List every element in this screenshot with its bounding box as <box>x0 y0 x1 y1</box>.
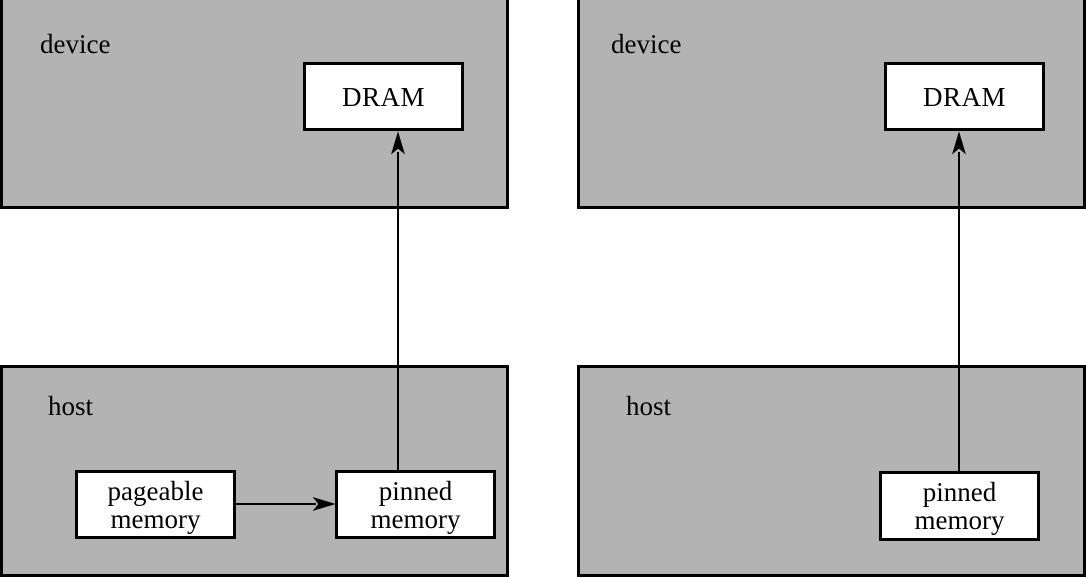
right-dram-label: DRAM <box>922 81 1006 112</box>
right-device-label: device <box>611 29 682 59</box>
left-host-label: host <box>48 391 94 421</box>
right-host-label: host <box>626 391 672 421</box>
right-pinned-line1: pinned <box>922 477 997 507</box>
right-dram-box: DRAM <box>884 62 1045 131</box>
right-pinned-memory-box: pinned memory <box>879 471 1040 541</box>
left-pageable-line2: memory <box>110 503 201 534</box>
left-pinned-line2: memory <box>370 503 461 534</box>
left-dram-label: DRAM <box>341 81 425 112</box>
left-dram-arrowhead <box>391 131 405 155</box>
left-pageable-line1: pageable <box>107 475 204 506</box>
right-pinned-line2: memory <box>914 505 1005 535</box>
left-pinned-arrowhead <box>312 497 336 511</box>
left-pageable-memory-box: pageable memory <box>75 470 236 539</box>
left-pinned-line1: pinned <box>378 475 453 506</box>
left-device-label: device <box>40 29 111 59</box>
left-pinned-memory-box: pinned memory <box>335 470 496 539</box>
right-dram-arrowhead <box>952 131 966 155</box>
left-dram-box: DRAM <box>303 62 464 131</box>
